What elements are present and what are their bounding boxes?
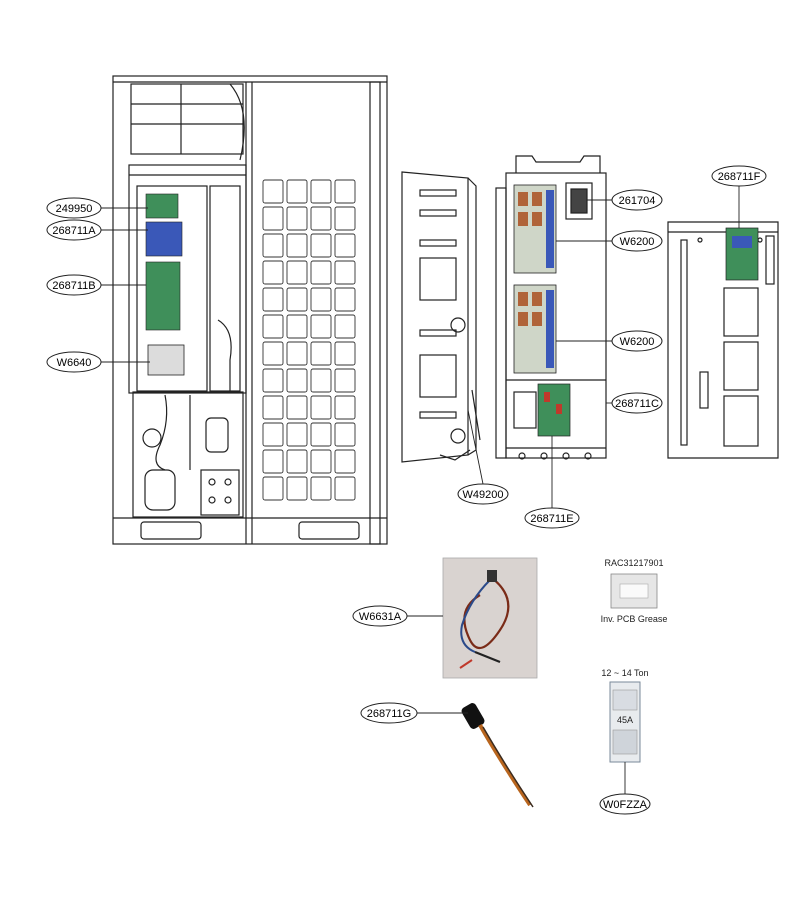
pcb-268711C: [537, 383, 571, 437]
callout-label-W6631A: W6631A: [359, 611, 402, 623]
outdoor-unit-grille: [262, 179, 356, 501]
grille-cell: [262, 179, 284, 204]
callout-W0FZZA: W0FZZA: [599, 793, 651, 815]
inverter-components: [518, 190, 554, 368]
grille-cell: [334, 422, 356, 447]
callout-268711G: 268711G: [360, 702, 418, 724]
grease-part-number: RAC31217901: [604, 558, 663, 568]
grille-cell: [334, 233, 356, 258]
callout-268711F: 268711F: [711, 165, 767, 187]
callout-label-268711F: 268711F: [718, 171, 761, 183]
photo-wire-harness-W6631A: [442, 557, 538, 679]
grille-cell: [310, 206, 332, 231]
grille-cell: [310, 341, 332, 366]
grille-cell: [262, 476, 284, 501]
inverter-box-view: [495, 155, 607, 460]
terminal-block-W6640: [147, 344, 185, 376]
callout-label-W6640: W6640: [57, 357, 92, 369]
grille-cell: [286, 449, 308, 474]
callout-W6631A: W6631A: [352, 605, 408, 627]
grille-cell: [262, 449, 284, 474]
grille-cell: [334, 341, 356, 366]
grille-cell: [310, 422, 332, 447]
grille-cell: [334, 314, 356, 339]
callout-label-268711G: 268711G: [367, 708, 411, 720]
pcb-249950: [145, 193, 179, 219]
callout-268711A: 268711A: [46, 219, 102, 241]
grille-cell: [286, 341, 308, 366]
grille-cell: [310, 314, 332, 339]
grille-cell: [310, 395, 332, 420]
grille-cell: [262, 422, 284, 447]
grille-cell: [262, 368, 284, 393]
callout-249950: 249950: [46, 197, 102, 219]
grille-cell: [286, 206, 308, 231]
back-panel-view: [667, 221, 779, 459]
grille-cell: [262, 260, 284, 285]
photo-fuse-W0FZZA: 45A: [609, 681, 641, 763]
photo-pcb-grease: [610, 573, 658, 609]
pcb-268711A: [145, 221, 183, 257]
grille-cell: [310, 260, 332, 285]
grille-cell: [262, 314, 284, 339]
grille-cell: [334, 449, 356, 474]
grille-cell: [286, 287, 308, 312]
callout-label-268711A: 268711A: [52, 225, 96, 237]
callout-label-261704: 261704: [619, 195, 656, 207]
pcb-268711B: [145, 261, 181, 331]
grille-cell: [262, 206, 284, 231]
callout-W6640: W6640: [46, 351, 102, 373]
grille-cell: [262, 341, 284, 366]
grille-cell: [262, 287, 284, 312]
grille-cell: [310, 368, 332, 393]
grille-cell: [286, 395, 308, 420]
photo-sensor-268711G: [461, 703, 534, 808]
grille-cell: [286, 368, 308, 393]
callout-268711E: 268711E: [524, 507, 580, 529]
leader-lines: [100, 186, 740, 794]
grille-cell: [286, 179, 308, 204]
grille-cell: [286, 422, 308, 447]
grille-cell: [262, 395, 284, 420]
callout-label-W6200-lower: W6200: [620, 336, 655, 348]
outdoor-unit-front-view: [112, 75, 388, 545]
callout-261704: 261704: [611, 189, 663, 211]
fuse-tonnage-range: 12 ~ 14 Ton: [601, 668, 648, 678]
grille-cell: [262, 233, 284, 258]
grille-cell: [334, 368, 356, 393]
grille-cell: [334, 179, 356, 204]
callout-label-W0FZZA: W0FZZA: [603, 799, 648, 811]
fuse-rating-label: 45A: [617, 715, 633, 725]
grille-cell: [286, 314, 308, 339]
callout-label-249950: 249950: [56, 203, 93, 215]
grille-cell: [310, 233, 332, 258]
grille-cell: [334, 476, 356, 501]
grille-cell: [286, 233, 308, 258]
callout-268711B: 268711B: [46, 274, 102, 296]
grille-cell: [334, 206, 356, 231]
grille-cell: [310, 287, 332, 312]
grille-cell: [310, 449, 332, 474]
callout-label-268711E: 268711E: [530, 513, 573, 525]
grille-cell: [334, 260, 356, 285]
callout-label-268711C: 268711C: [615, 398, 659, 410]
grille-cell: [334, 287, 356, 312]
side-panel-view: [401, 171, 481, 463]
callout-268711C: 268711C: [611, 392, 663, 414]
grille-cell: [286, 260, 308, 285]
grille-cell: [286, 476, 308, 501]
grille-cell: [334, 395, 356, 420]
callout-W49200: W49200: [457, 483, 509, 505]
grille-cell: [310, 179, 332, 204]
grille-cell: [310, 476, 332, 501]
grease-description: Inv. PCB Grease: [601, 614, 668, 624]
callout-label-W49200: W49200: [463, 489, 504, 501]
callout-W6200-upper: W6200: [611, 230, 663, 252]
callout-label-268711B: 268711B: [52, 280, 95, 292]
callout-label-W6200-upper: W6200: [620, 236, 655, 248]
callout-W6200-lower: W6200: [611, 330, 663, 352]
pcb-268711F: [725, 227, 759, 281]
